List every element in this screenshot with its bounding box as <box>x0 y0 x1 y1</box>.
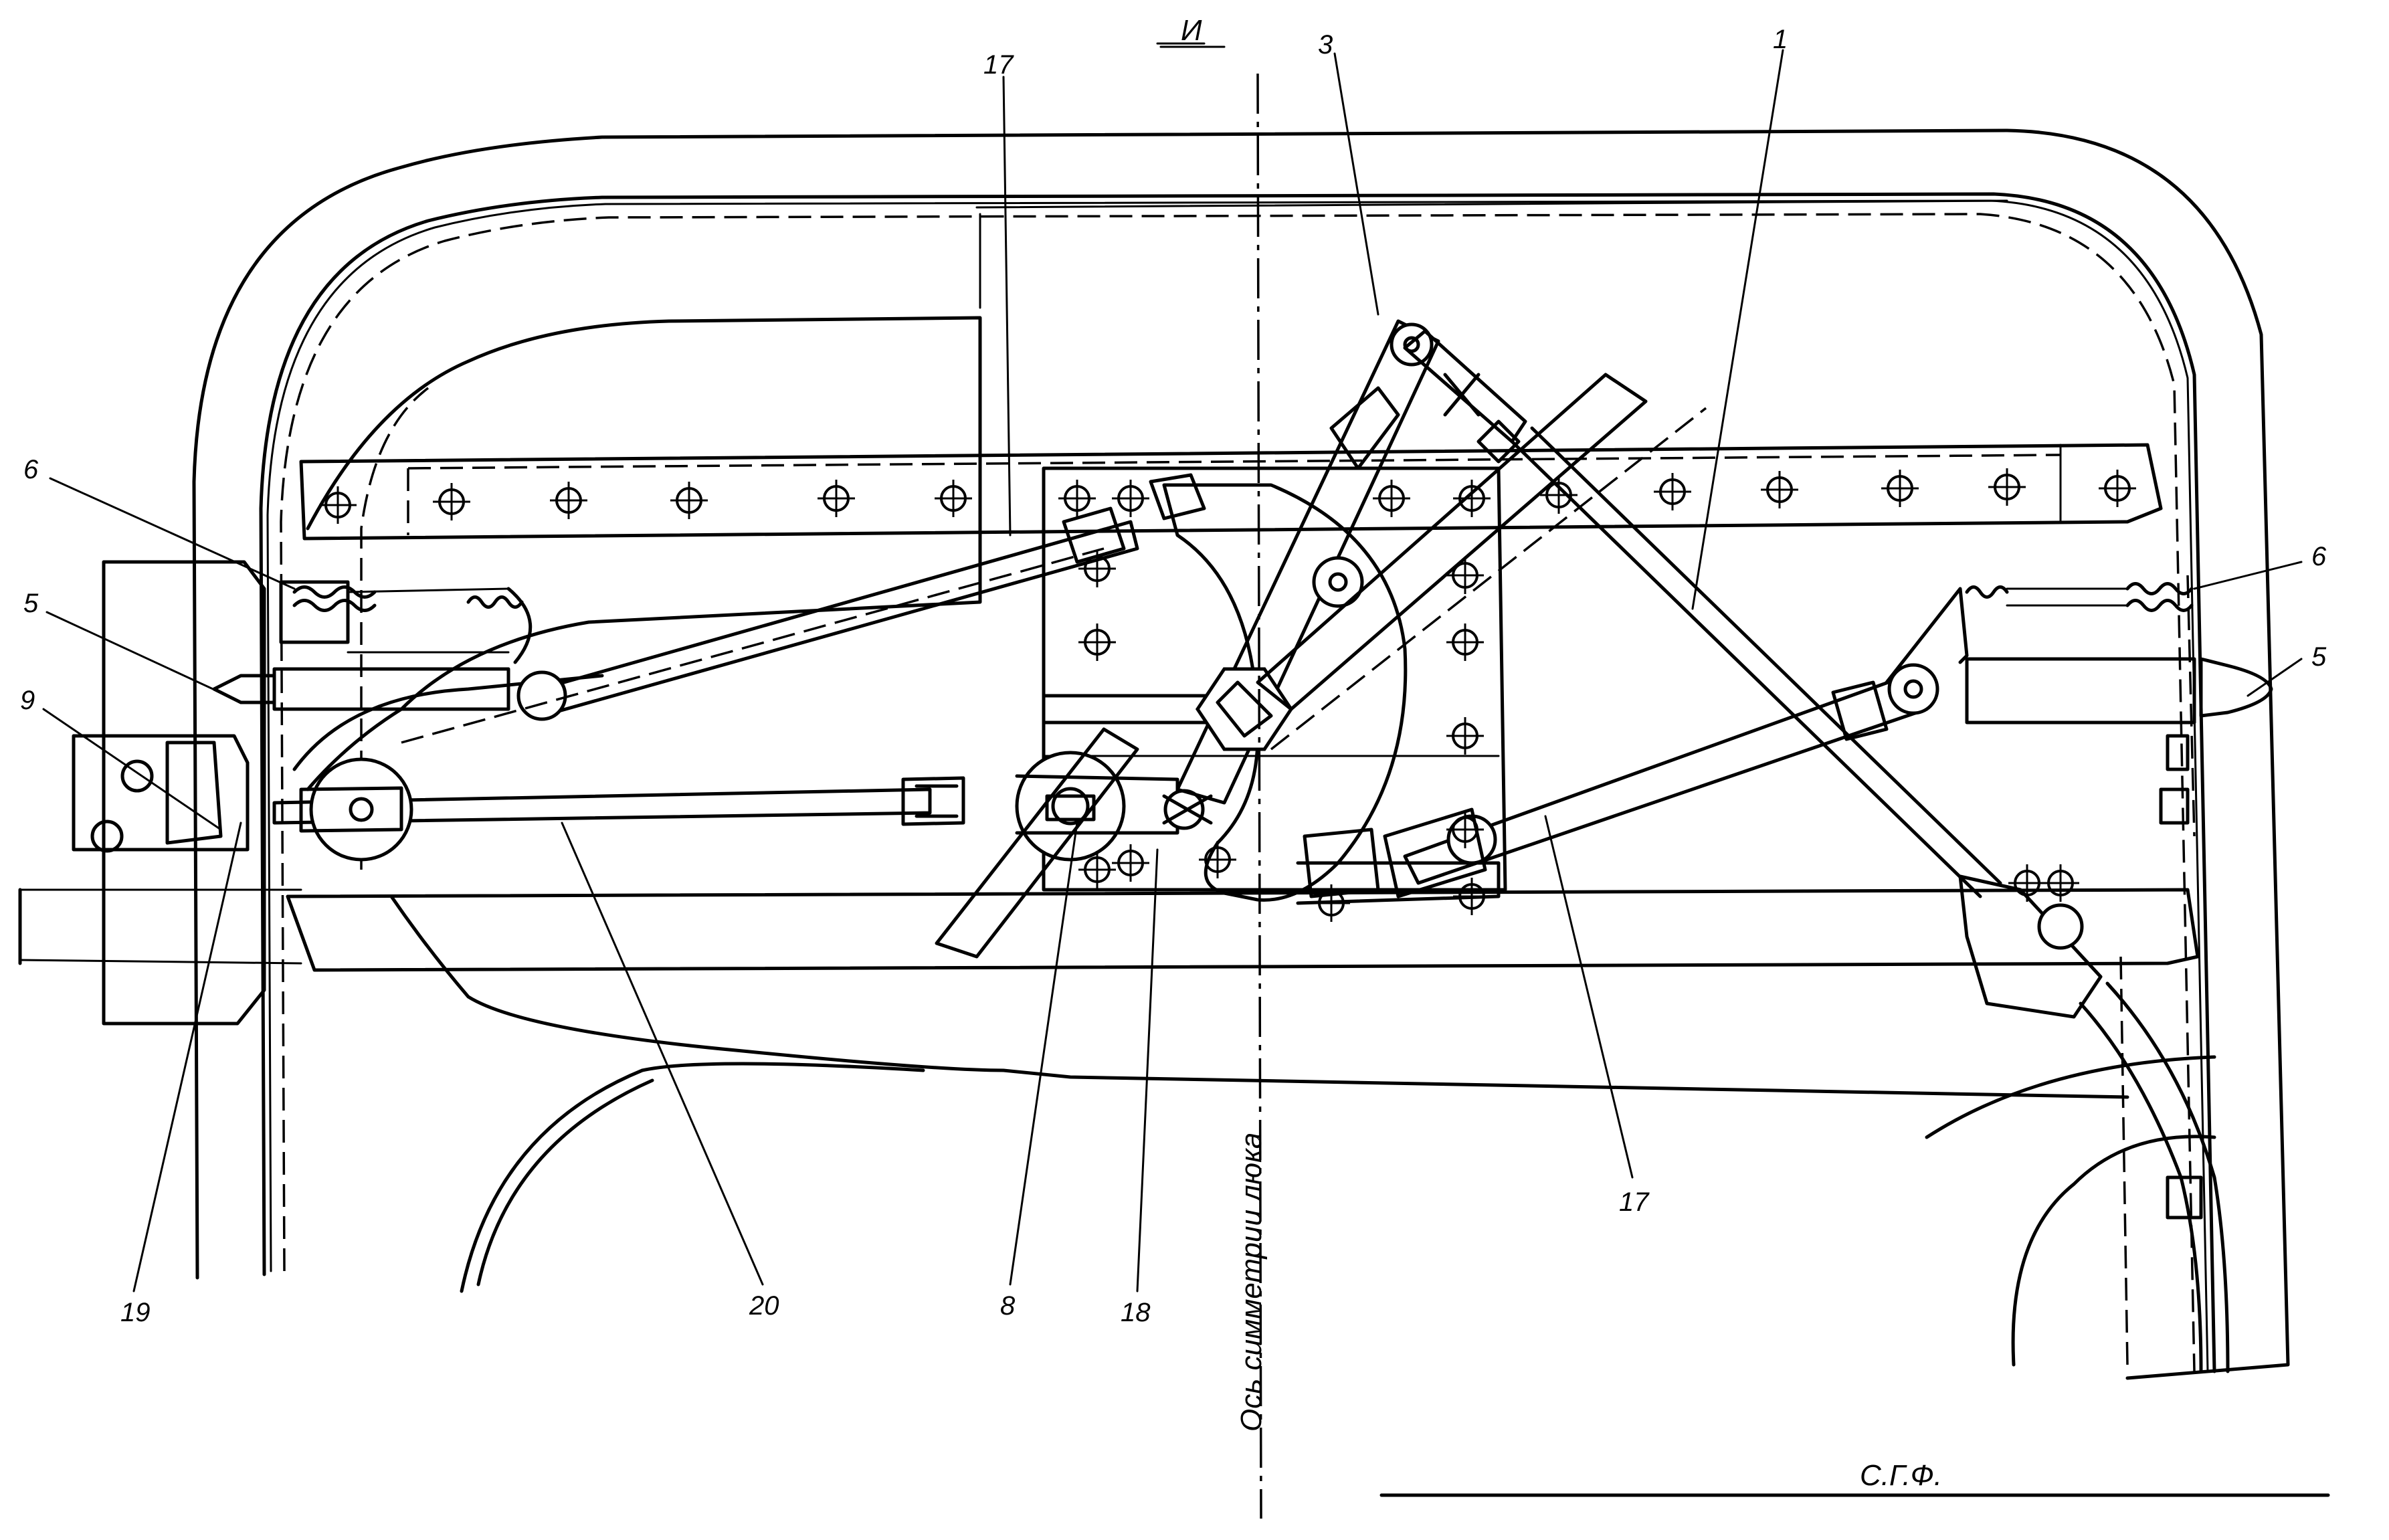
rivet-hole <box>1654 473 1691 510</box>
rivet-hole <box>1373 480 1410 517</box>
rivet-hole <box>550 482 587 519</box>
callout-3: 3 <box>1318 30 1333 60</box>
upper-beam <box>299 443 2163 541</box>
rivet-hole <box>1453 480 1491 517</box>
callout-17-right: 17 <box>1619 1187 1650 1217</box>
rivet-hole <box>319 486 357 524</box>
outer-frame <box>192 128 2290 1380</box>
rivet-hole <box>1446 717 1484 755</box>
rivet-holes <box>319 468 2136 922</box>
lower-beam <box>18 888 2200 972</box>
central-crank <box>935 727 1213 959</box>
right-diagonal-guide <box>1256 373 1707 751</box>
right-bracket <box>1885 575 2273 837</box>
rivet-hole <box>1058 480 1096 517</box>
callout-5-left: 5 <box>23 589 39 618</box>
callout-18: 18 <box>1121 1298 1151 1327</box>
rivet-hole <box>1761 471 1798 508</box>
callout-1: 1 <box>1773 25 1788 54</box>
long-diagonal-rod <box>1510 426 2230 1373</box>
left-spring <box>292 585 533 664</box>
rivet-hole <box>1446 623 1484 661</box>
rivet-hole <box>1453 878 1491 915</box>
rivet-hole <box>670 482 708 519</box>
callout-6-left: 6 <box>23 455 39 484</box>
rivet-hole <box>818 480 855 517</box>
upper-left-strut <box>292 473 1206 771</box>
rivet-hole <box>1078 550 1116 587</box>
symmetry-axis <box>1256 73 1262 1519</box>
view-label: И <box>1181 14 1202 47</box>
main-rod <box>272 757 965 862</box>
rivet-hole <box>1112 844 1149 882</box>
leader-lines <box>42 42 2303 1292</box>
callout-9: 9 <box>20 686 35 715</box>
rivet-hole <box>1078 851 1116 888</box>
upper-panel <box>306 316 982 870</box>
rivet-hole <box>2099 470 2136 507</box>
callout-5-right: 5 <box>2311 642 2327 672</box>
bottom-reference-label: С.Г.Ф. <box>1860 1459 1942 1492</box>
callout-8: 8 <box>1000 1291 1016 1321</box>
rivet-hole <box>1078 623 1116 661</box>
callout-20: 20 <box>749 1291 779 1321</box>
rivet-hole <box>433 483 470 520</box>
rivet-hole <box>1446 557 1484 594</box>
rivet-hole <box>935 480 972 517</box>
rivet-hole <box>1199 841 1236 878</box>
rivet-hole <box>1988 468 2026 506</box>
callout-6-right: 6 <box>2311 542 2327 571</box>
rivet-hole <box>2042 864 2079 902</box>
rivet-hole <box>1881 470 1919 507</box>
rivet-hole <box>1446 811 1484 848</box>
symmetry-axis-label: Ось симметрии люка <box>1235 1133 1268 1432</box>
callout-17-top: 17 <box>983 50 1014 80</box>
rivet-hole <box>1540 476 1578 514</box>
left-bracket <box>72 560 510 1026</box>
rivet-hole <box>1313 884 1350 922</box>
callout-19: 19 <box>120 1298 151 1327</box>
rivet-hole <box>1112 480 1149 517</box>
link-chain <box>1175 319 1527 805</box>
lower-body <box>389 894 2216 1367</box>
rivet-hole <box>2008 864 2046 902</box>
